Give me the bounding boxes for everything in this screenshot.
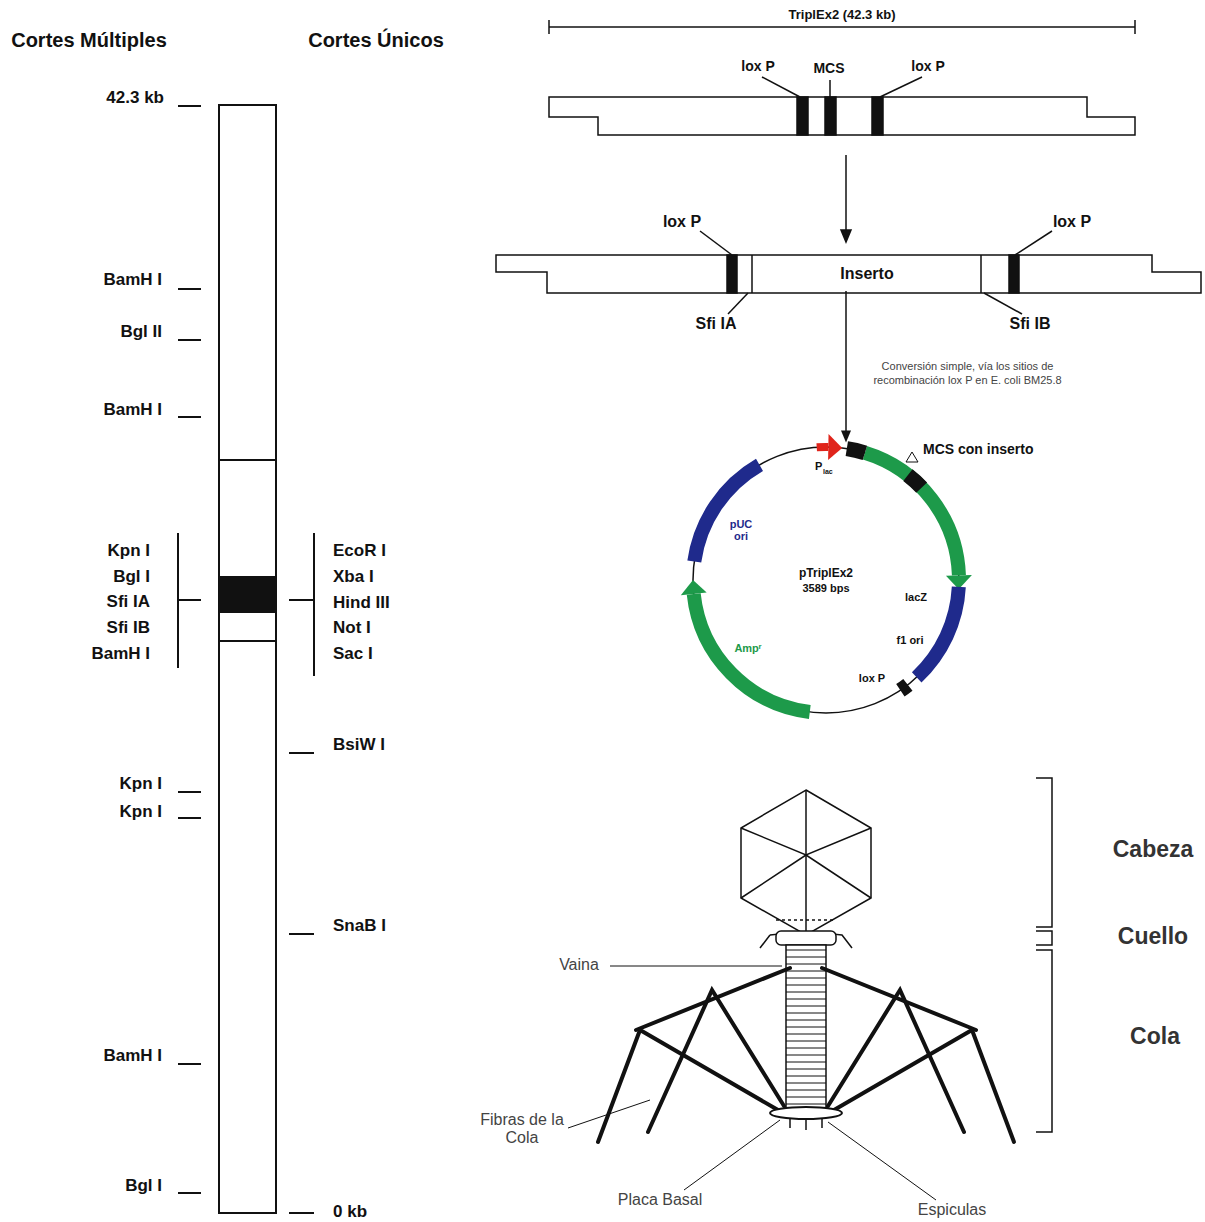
map-label: EcoR I [333,542,386,561]
map-label: lox P [911,59,944,74]
connector-line [845,291,847,433]
plasmid-map [681,434,972,713]
map-label: Cortes Múltiples [11,29,167,51]
map-label: lox P [663,213,701,231]
amp-gene-head [681,580,707,595]
map-label: SnaB I [333,917,386,936]
map-label: BamH I [103,271,162,290]
sheath-rib [786,999,826,1000]
map-label: Placa Basal [618,1191,703,1209]
map-label: pUC ori [726,518,756,542]
map-label: Cabeza [1113,837,1194,862]
map-label: lox P [859,672,885,684]
lambda-map [178,105,314,1213]
map-label: Sfi IA [107,593,150,612]
map-label: MCS [813,61,844,76]
map-label: Xba I [333,568,374,587]
lacz-gene [865,453,959,576]
sheath-rib [786,1069,826,1070]
arrow-head [841,431,851,443]
map-label: Hind III [333,594,390,613]
insert-box: Inserto [756,257,978,291]
sheath-rib [786,985,826,986]
sheath-rib [786,950,826,951]
sheath-rib [786,957,826,958]
map-label: TriplEx2 (42.3 kb) [789,8,896,22]
map-label: lacZ [905,591,927,603]
plac-promoter [817,443,829,451]
loxp-site [900,685,908,690]
map-label: BsiW I [333,736,385,755]
sheath-rib [786,1034,826,1035]
sheath-rib [786,1020,826,1021]
plasmid-circle: pTriplEx2 3589 bps [693,447,959,713]
node-text: Inserto [840,265,893,283]
map-label: Bgl I [113,568,150,587]
map-label: Vaina [559,956,599,974]
sheath-rib [786,1027,826,1028]
sheath-rib [786,1041,826,1042]
mcs-box [847,449,865,453]
map-label: Sfi IB [107,619,150,638]
node-text: 3589 bps [802,582,849,594]
map-label: Espiculas [918,1201,986,1219]
map-label: Sfi IB [1010,315,1051,333]
sheath-rib [786,964,826,965]
map-label: Fibras de la Cola [472,1111,572,1146]
map-label: Sac I [333,645,373,664]
map-label: Cortes Únicos [308,29,444,51]
map-label: f1 ori [897,634,924,646]
map-label: 0 kb [333,1203,367,1222]
phage [568,778,1052,1200]
sheath-rib [786,1090,826,1091]
sheath-rib [786,978,826,979]
map-label: Kpn I [120,775,163,794]
conversion-arrow [841,291,851,443]
sheath-rib [786,971,826,972]
map-label: lox P [741,59,774,74]
map-label: Bgl II [120,323,162,342]
sheath-rib [786,1048,826,1049]
mcs-insert-box [908,475,922,487]
plac-promoter-head [828,434,842,460]
sheath-rib [786,1076,826,1077]
map-label: P [815,460,822,472]
sheath-rib [786,1083,826,1084]
sheath-rib [786,992,826,993]
map-label: Not I [333,619,371,638]
map-label: Ampʳ [734,642,761,654]
map-label: Cola [1130,1024,1180,1049]
map-label: BamH I [103,1047,162,1066]
sheath-rib [786,1097,826,1098]
map-label: Bgl I [125,1177,162,1196]
map-label: Cuello [1118,924,1188,949]
sheath-rib [786,1006,826,1007]
map-label: 42.3 kb [106,89,164,108]
edge-label: Conversión simple, vía los sitios de rec… [860,360,1075,388]
map-label: Sfi IA [696,315,737,333]
map-label: lox P [1053,213,1091,231]
puc-ori [694,465,759,562]
map-label: lac [823,468,833,476]
sheath-rib [786,1104,826,1105]
amp-gene [694,594,810,712]
sheath-rib [786,1062,826,1063]
map-label: BamH I [91,645,150,664]
linear-maps [496,20,1201,314]
map-label: BamH I [103,401,162,420]
map-label: Kpn I [120,803,163,822]
node-text: pTriplEx2 [799,566,853,580]
map-label: MCS con inserto [923,442,1033,457]
sheath-rib [786,1013,826,1014]
map-label: Kpn I [108,542,151,561]
sheath-rib [786,1055,826,1056]
